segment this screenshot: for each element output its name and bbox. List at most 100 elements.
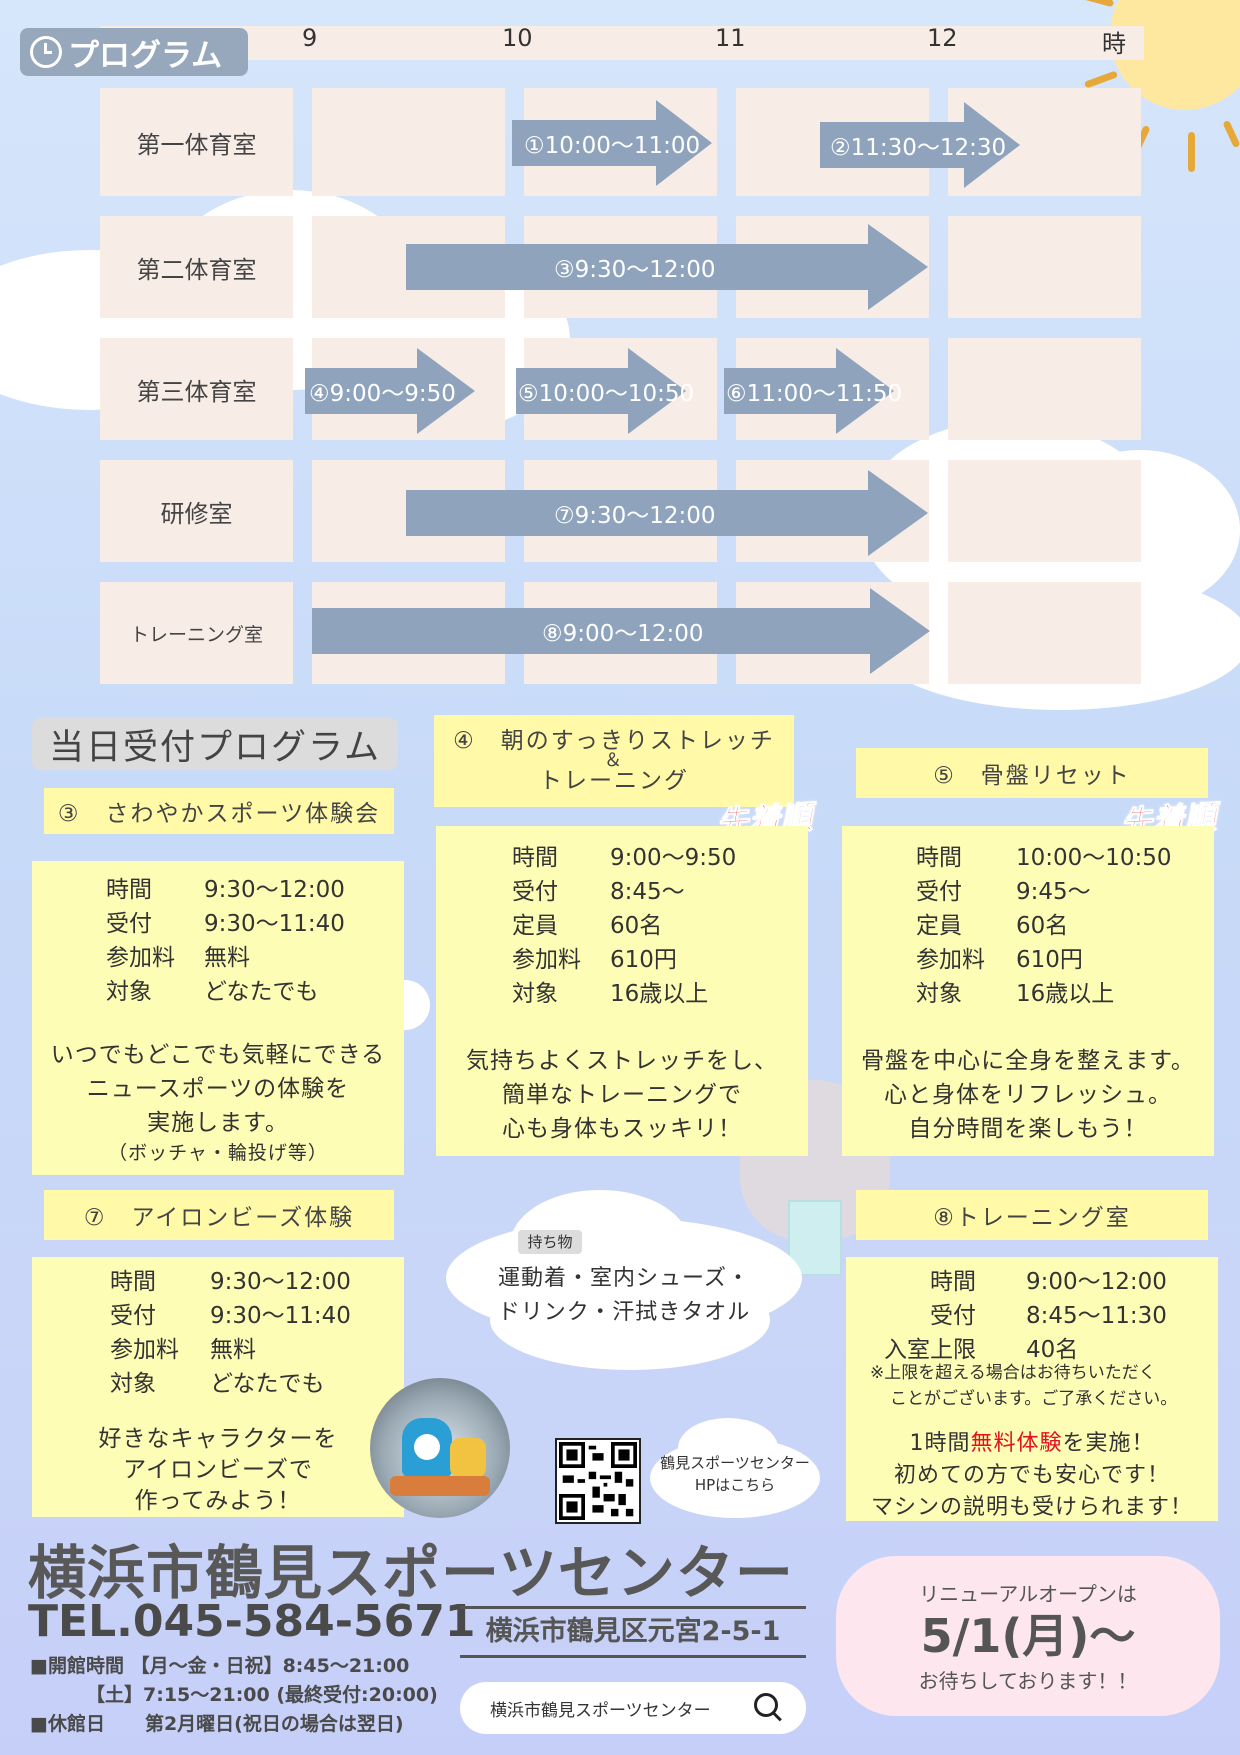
session-arrow: ④9:00～9:50 <box>305 348 475 434</box>
program-7-panel <box>32 1257 404 1517</box>
program-5-panel <box>842 826 1214 1156</box>
opening-hours: ■開館時間 【月～金・日祝】8:45～21:00 【土】7:15～21:00 (… <box>30 1652 438 1739</box>
phone-number[interactable]: TEL.045-584-5671 <box>28 1596 476 1647</box>
info-value: 9:30～11:40 <box>204 911 345 937</box>
info-value: 9:30～12:00 <box>204 877 345 903</box>
session-label: ⑧9:00～12:00 <box>542 621 704 647</box>
info-label: 対象 <box>916 981 962 1007</box>
items-text: 運動着・室内シューズ・ ドリンク・汗拭きタオル <box>446 1262 802 1330</box>
info-label: 参加料 <box>110 1337 179 1363</box>
session-arrow: ⑧9:00～12:00 <box>312 588 930 674</box>
info-value: どなたでも <box>210 1371 325 1397</box>
program-7-title: ⑦ アイロンビーズ体験 <box>44 1190 394 1240</box>
room-label: 第二体育室 <box>100 216 293 318</box>
info-label: 入室上限 <box>884 1337 976 1363</box>
info-label: 時間 <box>916 845 962 871</box>
title-line: ④ 朝のすっきりストレッチ <box>453 728 775 754</box>
room-label: トレーニング室 <box>100 582 293 684</box>
desc-line: 気持ちよくストレッチをし、 <box>466 1048 778 1074</box>
desc-line: 自分時間を楽しもう！ <box>908 1116 1148 1142</box>
desc-line: 簡単なトレーニングで <box>502 1082 742 1108</box>
note-line: ※上限を超える場合はお待ちいただく <box>870 1363 1156 1383</box>
items-line: 運動着・室内シューズ・ <box>498 1266 750 1291</box>
session-label: ③9:30～12:00 <box>554 257 716 283</box>
info-value: 8:45～ <box>610 879 685 905</box>
program-4-panel <box>436 826 808 1156</box>
qr-cloud <box>678 1418 778 1478</box>
info-label: 時間 <box>930 1269 976 1295</box>
info-label: 参加料 <box>106 945 175 971</box>
desc-line: 作ってみよう！ <box>134 1488 302 1514</box>
qr-caption: 鶴見スポーツセンター HPはこちら <box>640 1452 830 1496</box>
sun-ray <box>1188 132 1195 172</box>
session-arrow: ⑦9:30～12:00 <box>406 470 928 556</box>
session-label: ⑤10:00～10:50 <box>518 381 695 407</box>
info-label: 受付 <box>916 879 962 905</box>
desc-line: 1時間無料体験を実施！ <box>846 1428 1218 1460</box>
clock-icon <box>30 36 62 68</box>
info-label: 対象 <box>110 1371 156 1397</box>
title-line: トレーニング <box>539 768 689 794</box>
info-value: 9:30～11:40 <box>210 1303 351 1329</box>
info-value: 9:45～ <box>1016 879 1091 905</box>
desc-line: 実施します。 <box>147 1110 289 1136</box>
session-arrow: ①10:00～11:00 <box>512 100 712 186</box>
room-label: 第一体育室 <box>100 88 293 196</box>
session-arrow: ②11:30～12:30 <box>820 102 1020 188</box>
grid-cell <box>948 582 1141 684</box>
program-5-description: 骨盤を中心に全身を整えます。 心と身体をリフレッシュ。 自分時間を楽しもう！ <box>842 1044 1214 1146</box>
center-name: 横浜市鶴見スポーツセンター <box>28 1539 794 1607</box>
program-4-description: 気持ちよくストレッチをし、 簡単なトレーニングで 心も身体もスッキリ！ <box>436 1044 808 1146</box>
desc-line: マシンの説明も受けられます！ <box>870 1495 1193 1520</box>
desc-line: 心も身体もスッキリ！ <box>502 1116 742 1142</box>
qr-code-icon <box>559 1442 637 1520</box>
session-arrow: ⑥11:00～11:50 <box>724 348 902 434</box>
desc-line: ニュースポーツの体験を <box>86 1076 350 1102</box>
desc-line: 初めての方でも安心です！ <box>893 1463 1170 1488</box>
program-3-panel <box>32 861 404 1175</box>
renewal-line: お待ちしております！！ <box>918 1669 1138 1693</box>
session-arrow: ⑤10:00～10:50 <box>516 348 694 434</box>
search-box[interactable]: 横浜市鶴見スポーツセンター <box>460 1682 806 1734</box>
program-8-description: 1時間無料体験を実施！ 初めての方でも安心です！ マシンの説明も受けられます！ <box>846 1428 1218 1524</box>
grid-cell <box>948 216 1141 318</box>
program-3-description: いつでもどこでも気軽にできる ニュースポーツの体験を 実施します。 （ボッチャ・… <box>32 1038 404 1166</box>
hour-label: 時 <box>1102 30 1126 58</box>
hours-label: ■開館時間 <box>30 1655 124 1677</box>
info-label: 受付 <box>930 1303 976 1329</box>
qr-code[interactable] <box>555 1438 641 1524</box>
schedule-title: プログラム <box>68 37 223 74</box>
desc-part: 1時間 <box>909 1431 971 1456</box>
grid-cell <box>312 88 505 196</box>
info-value: 10:00～10:50 <box>1016 845 1172 871</box>
info-label: 時間 <box>106 877 152 903</box>
info-label: 受付 <box>106 911 152 937</box>
renewal-line: リニューアルオープンは <box>919 1582 1137 1606</box>
info-value: 60名 <box>610 913 663 939</box>
desc-line: 骨盤を中心に全身を整えます。 <box>861 1048 1195 1074</box>
search-icon <box>754 1693 784 1723</box>
room-label: 第三体育室 <box>100 338 293 440</box>
session-label: ④9:00～9:50 <box>309 381 456 407</box>
info-label: 受付 <box>110 1303 156 1329</box>
hour-label: 9 <box>302 24 318 52</box>
info-value: 9:00～12:00 <box>1026 1269 1167 1295</box>
session-arrow: ③9:30～12:00 <box>406 224 928 310</box>
info-label: 定員 <box>916 913 962 939</box>
info-value: 8:45～11:30 <box>1026 1303 1167 1329</box>
info-label: 対象 <box>106 979 152 1005</box>
desc-line: 好きなキャラクターを <box>98 1426 338 1452</box>
info-label: 定員 <box>512 913 558 939</box>
info-label: 参加料 <box>512 947 581 973</box>
info-value: 16歳以上 <box>1016 981 1115 1007</box>
hours-weekday: 【月～金・日祝】8:45～21:00 <box>130 1655 410 1677</box>
closed-day: 第2月曜日(祝日の場合は翌日) <box>144 1713 404 1735</box>
info-value: 無料 <box>204 945 250 971</box>
desc-line: アイロンビーズで <box>123 1457 313 1483</box>
info-value: 9:30～12:00 <box>210 1269 351 1295</box>
iron-beads-photo <box>370 1378 510 1518</box>
balloon-basket <box>788 1200 842 1276</box>
search-text: 横浜市鶴見スポーツセンター <box>490 1700 711 1721</box>
hour-label: 11 <box>715 24 746 52</box>
info-value: どなたでも <box>204 979 319 1005</box>
